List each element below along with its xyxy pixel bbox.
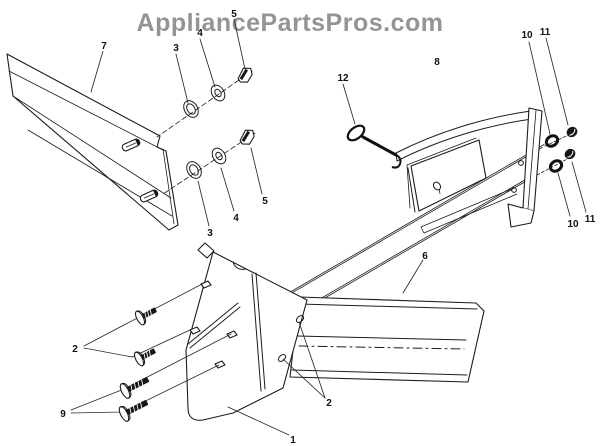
lock-washer [548, 159, 564, 173]
grommet [186, 161, 202, 179]
callout-10-lock-washer: 10 [521, 30, 533, 41]
callout-7-left-blade-panel: 7 [101, 41, 107, 52]
callout-11-hex-nut: 11 [585, 214, 596, 225]
callout-3-grommet: 3 [207, 228, 213, 239]
frame-bracket-assembly [395, 107, 543, 234]
bolt-square-holes [189, 280, 238, 369]
left-blade-panel [6, 53, 179, 231]
right-blade-panel [289, 296, 485, 383]
alignment-line [156, 70, 253, 138]
callout-2-carriage-bolt-short: 2 [72, 344, 78, 355]
carriage-bolt-long [119, 377, 150, 399]
callout-8-frame-bracket-assembly: 8 [434, 57, 440, 68]
alignment-line [162, 132, 256, 195]
callout-1-center-mounting-bracket: 1 [290, 435, 296, 446]
washer [210, 84, 226, 102]
clip-nut [239, 129, 255, 145]
panel-clip [139, 189, 159, 203]
grommet [183, 100, 199, 118]
panel-clip [121, 138, 141, 152]
lock-washer [544, 134, 560, 148]
callout-leaders [70, 18, 587, 436]
clip-nut [237, 67, 253, 83]
callout-4-washer: 4 [197, 28, 203, 39]
carriage-bolt-short [134, 307, 157, 326]
callout-4-washer: 4 [233, 213, 239, 224]
hex-nut [564, 148, 576, 160]
callout-2-carriage-bolt-short: 2 [326, 398, 332, 409]
plate-hole [432, 181, 442, 195]
callout-11-hex-nut: 11 [540, 27, 551, 38]
callout-9-carriage-bolt-long: 9 [60, 409, 66, 420]
carriage-bolt-short [133, 348, 156, 367]
callout-12-hitch-pin: 12 [337, 73, 349, 84]
hitch-pin [346, 124, 402, 169]
washer [211, 147, 227, 165]
callout-5-clip-nut: 5 [262, 196, 268, 207]
watermark-text: AppliancePartsPros.com [137, 9, 444, 37]
center-mounting-bracket [185, 242, 308, 421]
callout-6-right-blade-panel: 6 [422, 251, 428, 262]
vertical-post [522, 107, 543, 212]
carriage-bolt-long [118, 400, 149, 422]
hex-nut [566, 126, 578, 138]
callout-10-lock-washer: 10 [567, 219, 579, 230]
callout-5-clip-nut: 5 [231, 9, 237, 20]
callout-3-grommet: 3 [173, 43, 179, 54]
